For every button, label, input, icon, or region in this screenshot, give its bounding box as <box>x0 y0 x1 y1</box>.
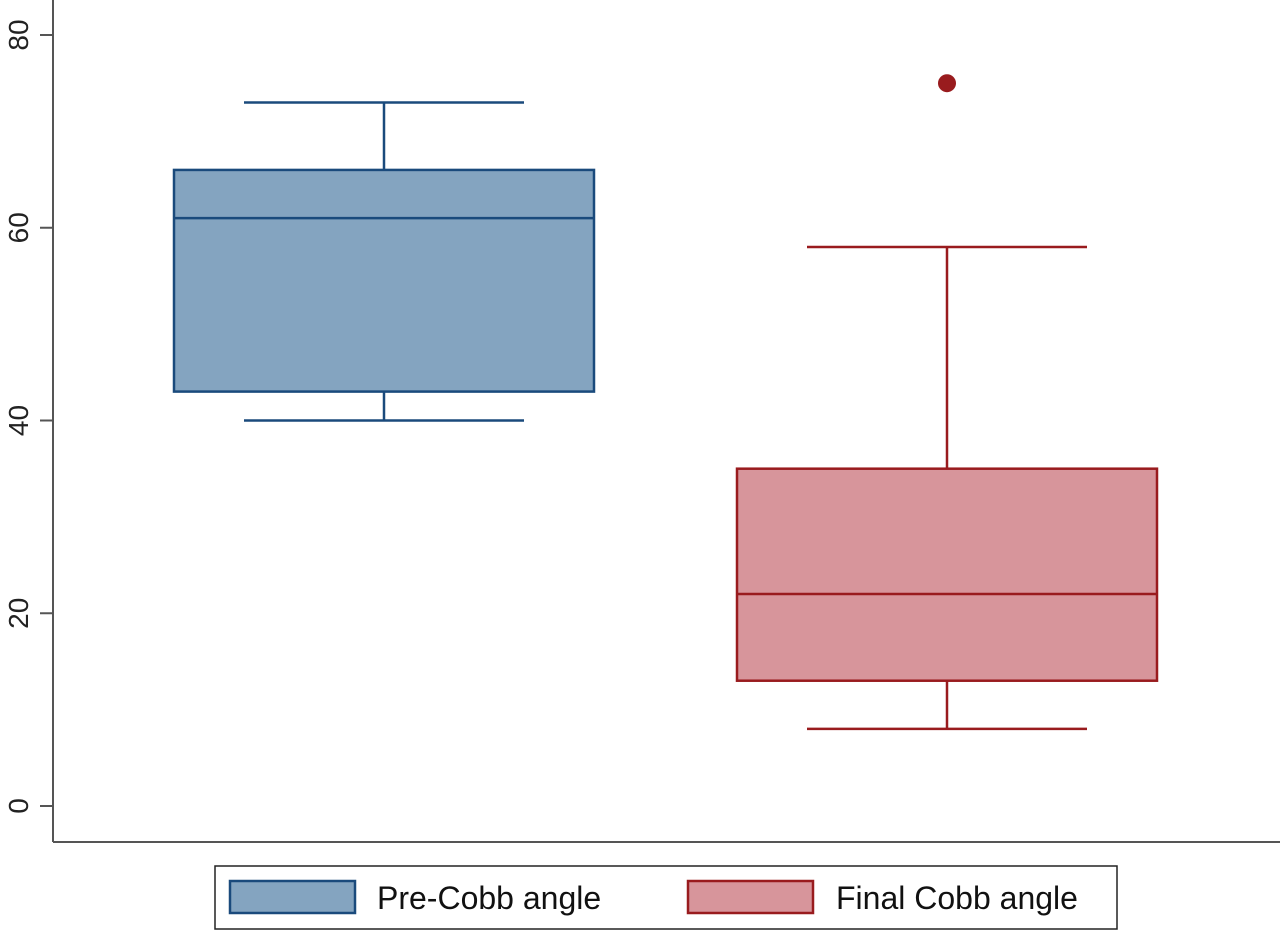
y-axis: 0 20 40 60 80 <box>3 0 1280 843</box>
legend-key <box>686 879 815 915</box>
legend-label: Final Cobb angle <box>836 880 1078 916</box>
legend-key <box>228 879 357 915</box>
box-series <box>172 101 596 422</box>
legend: Pre-Cobb angle Final Cobb angle <box>214 865 1118 930</box>
plot-area <box>172 74 1159 731</box>
outlier-point <box>938 74 956 93</box>
legend-box <box>214 865 1118 930</box>
y-tick-label: 40 <box>3 405 34 436</box>
box-iqr <box>172 168 596 393</box>
legend-label: Pre-Cobb angle <box>377 880 601 916</box>
y-tick-label: 80 <box>3 19 34 50</box>
y-tick-label: 0 <box>3 798 34 814</box>
y-tick-label: 60 <box>3 212 34 243</box>
box-iqr <box>735 467 1159 682</box>
y-tick-label: 20 <box>3 598 34 629</box>
box-series <box>735 74 1159 731</box>
